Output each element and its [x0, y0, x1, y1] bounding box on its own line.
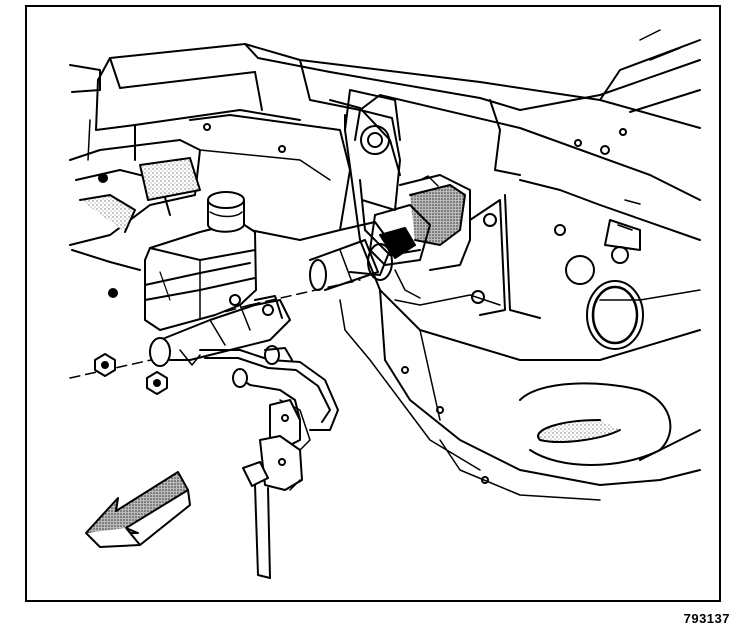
line-bracket — [242, 399, 303, 579]
bulkhead-panel — [329, 89, 701, 486]
lower-bay-contour — [339, 299, 601, 501]
fluid-reservoir — [144, 221, 257, 331]
brake-master-cylinder — [149, 294, 291, 367]
brake-booster — [339, 109, 471, 299]
figure-id-label: 793137 — [683, 611, 730, 626]
cowl-crossmember — [95, 29, 701, 201]
left-bay-structure — [69, 64, 351, 298]
reservoir-cap — [207, 191, 245, 233]
pushrod-tube — [309, 239, 379, 291]
mounting-nuts — [94, 353, 168, 395]
direction-arrow-icon — [85, 471, 191, 548]
